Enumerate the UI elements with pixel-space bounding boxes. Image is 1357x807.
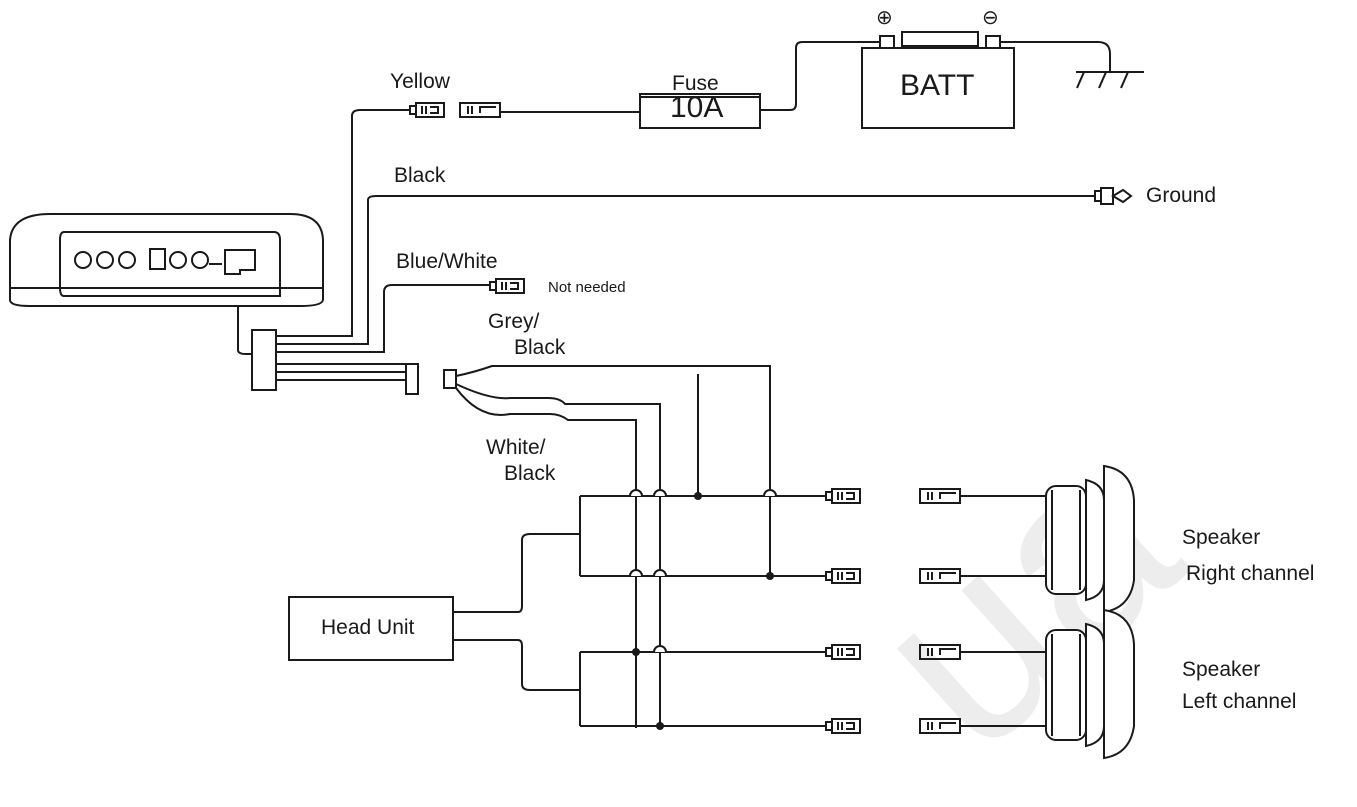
- ground-lug: [1094, 187, 1133, 205]
- head-unit-box: [288, 596, 454, 661]
- speaker-right: [1045, 464, 1135, 614]
- label-grey-black-2: Black: [514, 336, 566, 359]
- yellow-wire: [276, 109, 410, 337]
- label-speaker-left-2: Left channel: [1182, 690, 1297, 713]
- label-grey-black-1: Grey/: [488, 310, 540, 333]
- black-wire: [276, 195, 1095, 345]
- speaker-connectors: [825, 488, 1060, 734]
- label-black: Black: [394, 164, 446, 187]
- label-yellow: Yellow: [390, 70, 450, 93]
- harness-block: [251, 329, 277, 391]
- label-white-black-2: Black: [504, 462, 556, 485]
- label-fuse-rating: 10A: [670, 91, 724, 124]
- battery-box: [861, 47, 1015, 129]
- label-speaker-right-2: Right channel: [1186, 562, 1315, 585]
- wiring-diagram: [9, 31, 1144, 760]
- connector-female: [459, 102, 501, 118]
- label-speaker-left-1: Speaker: [1182, 658, 1261, 681]
- connector-male: [409, 102, 445, 118]
- label-ground: Ground: [1146, 184, 1217, 207]
- label-not-needed: Not needed: [548, 279, 626, 296]
- amplifier: [9, 213, 324, 307]
- label-white-black-1: White/: [486, 436, 546, 459]
- blue-white-wire: [276, 284, 490, 353]
- label-head-unit: Head Unit: [321, 616, 415, 639]
- plug-female: [443, 369, 457, 389]
- label-batt: BATT: [900, 69, 975, 102]
- label-blue-white: Blue/White: [396, 250, 498, 273]
- plug-male: [405, 363, 419, 395]
- battery-positive-icon: ⊕: [876, 7, 893, 29]
- speaker-left: [1045, 608, 1135, 760]
- battery-negative-icon: ⊖: [982, 7, 999, 29]
- label-speaker-right-1: Speaker: [1182, 526, 1261, 549]
- label-fuse: Fuse: [672, 72, 719, 95]
